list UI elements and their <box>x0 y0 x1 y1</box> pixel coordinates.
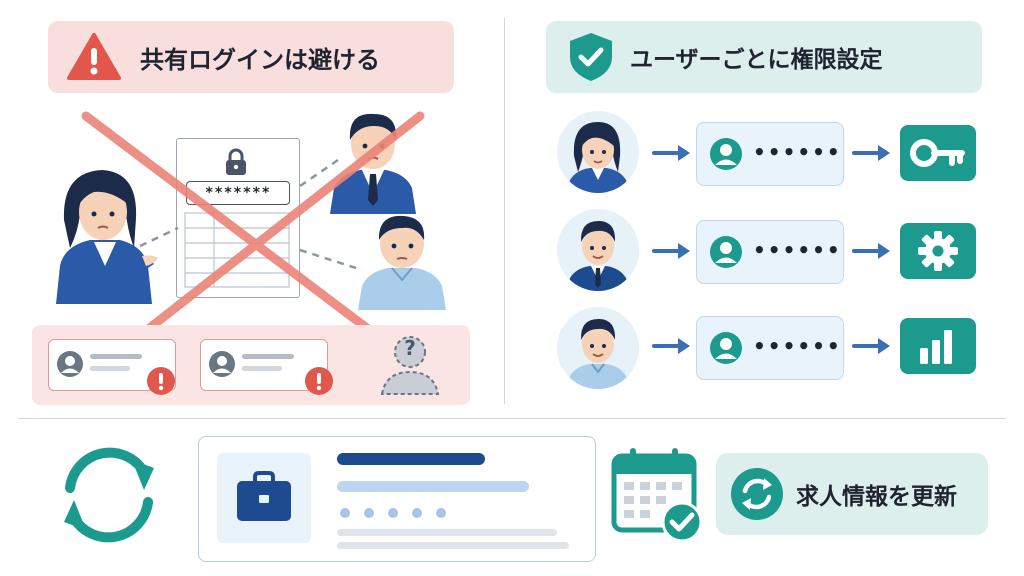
sync-icon <box>64 447 154 543</box>
user-icon <box>57 351 83 377</box>
user-icon <box>710 138 742 170</box>
shield-check-icon <box>570 33 612 81</box>
casual-man-avatar <box>358 215 446 310</box>
update-label: 求人情報を更新 <box>796 484 957 510</box>
section-divider <box>18 418 1006 419</box>
alert-icon <box>305 367 333 395</box>
user-credential-box: •••••• <box>696 122 844 186</box>
bar-chart-icon <box>920 330 952 364</box>
user-credential-box: •••••• <box>696 220 844 284</box>
unknown-user-icon <box>380 336 440 395</box>
key-icon <box>910 139 965 167</box>
placeholder-lines <box>242 354 294 371</box>
briefcase-icon <box>237 471 291 521</box>
password-field: ******* <box>186 181 290 205</box>
alert-icon <box>147 367 175 395</box>
flow-arrows <box>652 145 890 354</box>
woman-avatar <box>557 111 639 193</box>
placeholder-lines <box>90 354 142 371</box>
casual-man-avatar <box>557 307 639 389</box>
user-icon <box>710 332 742 364</box>
banner-title: ユーザーごとに権限設定 <box>630 47 883 73</box>
gear-icon <box>918 231 958 271</box>
woman-avatar <box>56 170 158 304</box>
unknown-user-mark: ? <box>404 336 416 360</box>
connector-lines <box>139 158 363 272</box>
masked-credential: •••••• <box>753 334 842 358</box>
prohibited-cross-icon <box>81 111 425 339</box>
user-icon <box>710 236 742 268</box>
refresh-icon <box>731 468 783 520</box>
masked-credential: •••••• <box>753 238 842 262</box>
user-credential-box: •••••• <box>696 316 844 380</box>
masked-credential: •••••• <box>753 140 842 164</box>
banner-title: 共有ログインは避ける <box>140 45 380 74</box>
lock-icon <box>226 148 246 175</box>
calendar-check-icon <box>611 448 703 543</box>
job-listing-card <box>198 436 596 562</box>
permission-tile-key <box>900 125 976 181</box>
user-icon <box>209 351 235 377</box>
permission-tile-settings <box>900 223 976 279</box>
businessman-avatar <box>557 209 639 291</box>
warning-icon <box>67 33 121 80</box>
update-job-info-label: 求人情報を更新 <box>716 453 988 535</box>
permission-tile-analytics <box>900 318 976 374</box>
avoid-shared-login-banner: 共有ログインは避ける <box>48 21 454 93</box>
panel-divider <box>504 18 505 404</box>
job-text-lines <box>337 453 569 549</box>
per-user-permissions-banner: ユーザーごとに権限設定 <box>546 21 982 93</box>
